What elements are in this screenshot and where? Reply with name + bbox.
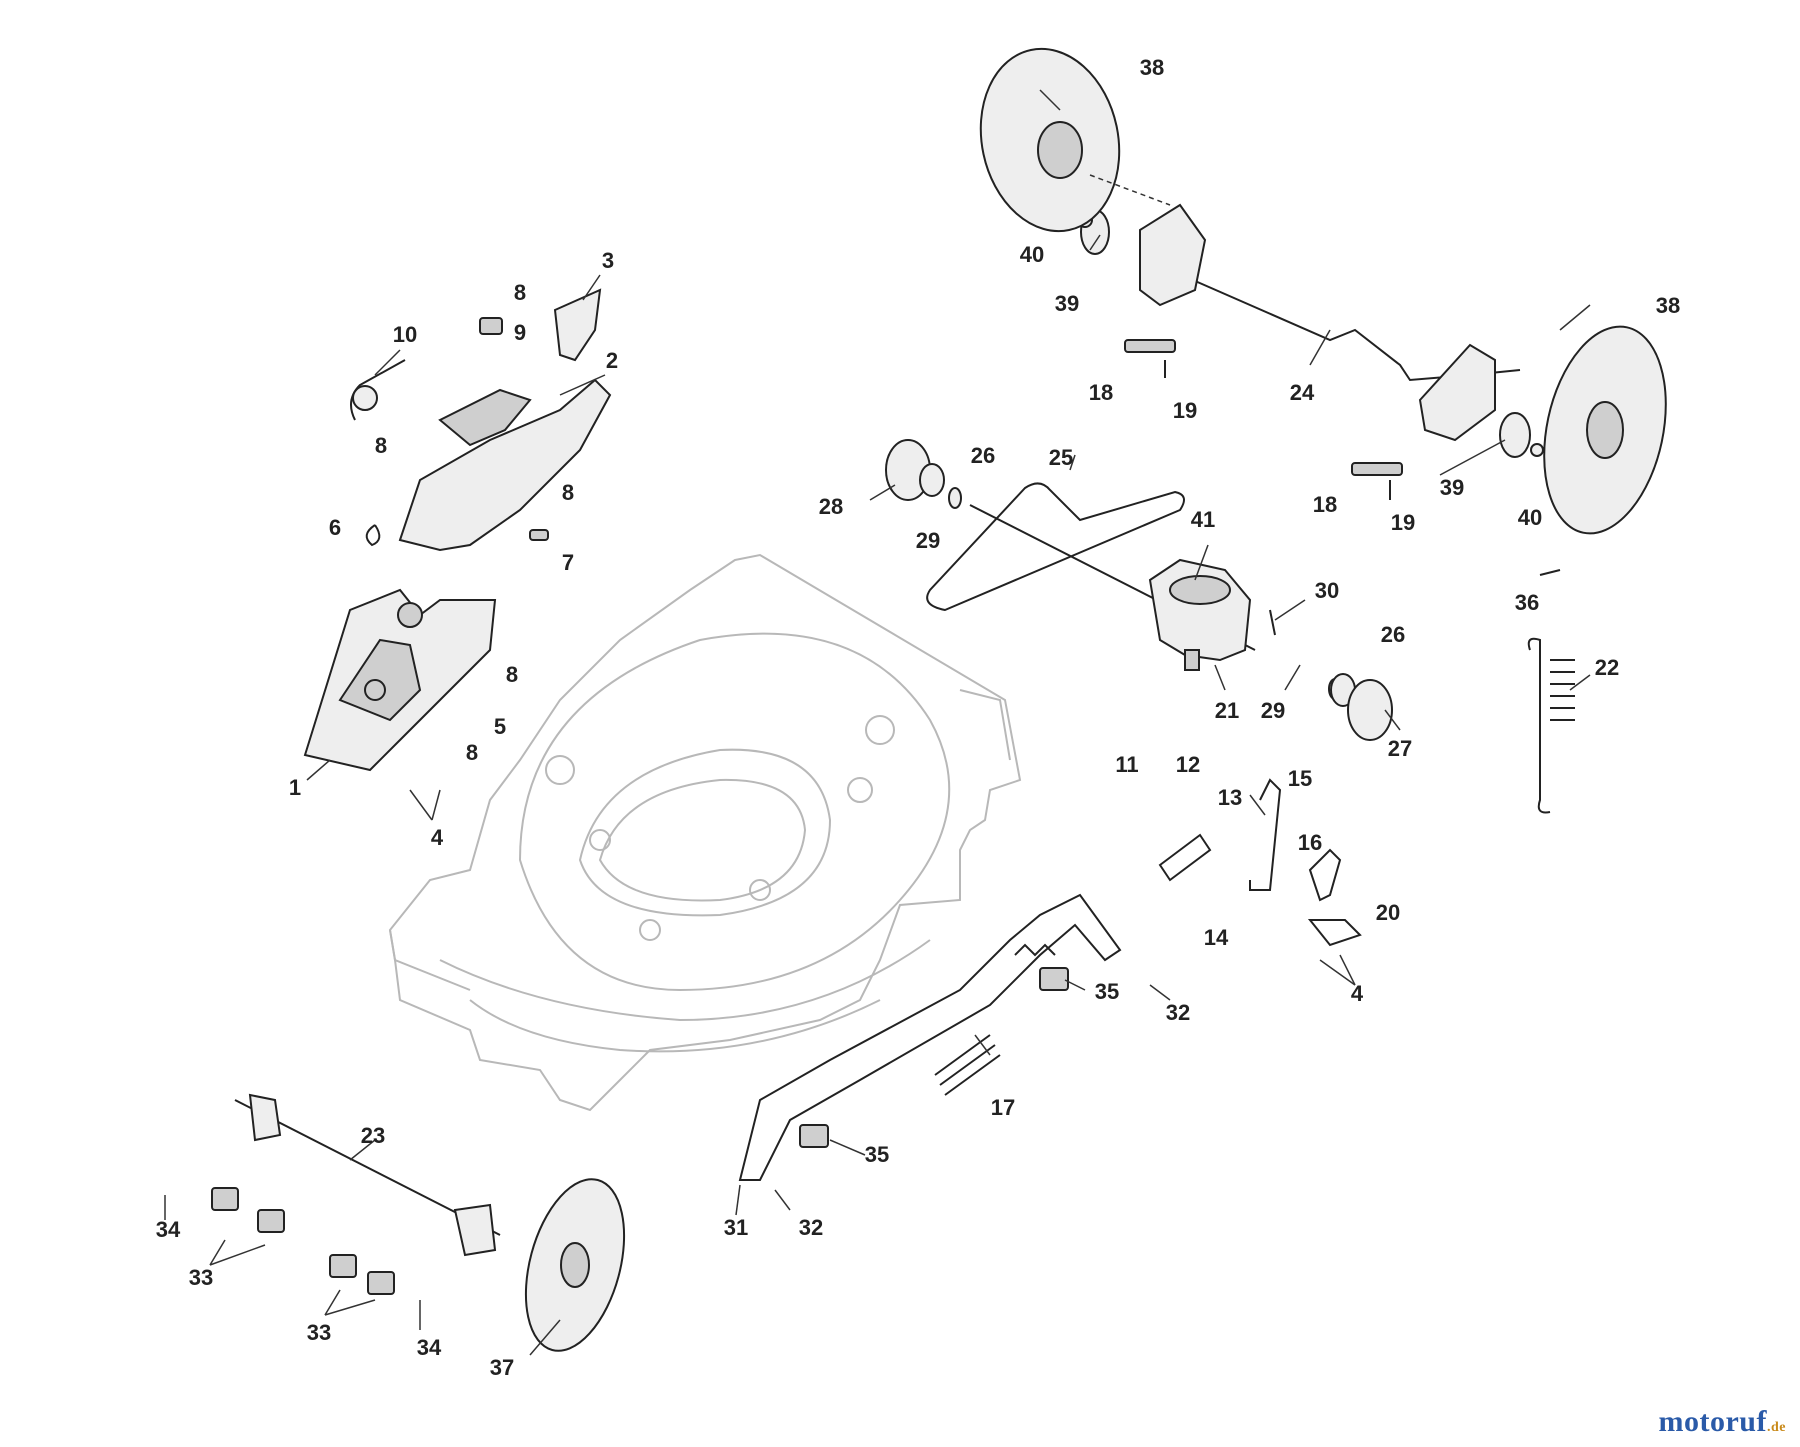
part-label-4a: 4 (431, 825, 444, 850)
part-label-24: 24 (1290, 380, 1315, 405)
part-label-18b: 18 (1313, 492, 1337, 517)
front-axle (211, 1093, 626, 1352)
rear-axle (979, 47, 1667, 535)
part-label-19a: 19 (1173, 398, 1197, 423)
part-label-15: 15 (1288, 766, 1312, 791)
part-label-39a: 39 (1055, 291, 1079, 316)
part-label-34b: 34 (417, 1335, 442, 1360)
part-label-5: 5 (494, 714, 506, 739)
part-label-23: 23 (361, 1123, 385, 1148)
part-label-4b: 4 (1351, 981, 1364, 1006)
brand-suffix: .de (1767, 1420, 1786, 1435)
part-label-22: 22 (1595, 655, 1619, 680)
brand-logo: motoruf.de (1659, 1405, 1786, 1439)
part-label-8b: 8 (375, 433, 387, 458)
part-label-12: 12 (1176, 752, 1200, 777)
part-label-18a: 18 (1089, 380, 1113, 405)
part-label-35a: 35 (1095, 979, 1119, 1004)
part-label-26a: 26 (971, 443, 995, 468)
part-label-39b: 39 (1440, 475, 1464, 500)
part-label-41: 41 (1191, 507, 1215, 532)
part-label-17: 17 (991, 1095, 1015, 1120)
part-label-38b: 38 (1656, 293, 1680, 318)
part-label-8e: 8 (466, 740, 478, 765)
part-label-37: 37 (490, 1355, 514, 1380)
part-label-29a: 29 (916, 528, 940, 553)
part-label-33b: 33 (307, 1320, 331, 1345)
part-label-20: 20 (1376, 900, 1400, 925)
part-label-19b: 19 (1391, 510, 1415, 535)
part-label-25: 25 (1049, 445, 1073, 470)
part-label-35b: 35 (865, 1142, 889, 1167)
part-label-8c: 8 (562, 480, 574, 505)
part-number-labels: 1 2 3 4 4 5 6 7 8 8 8 8 8 9 10 11 12 13 … (156, 55, 1680, 1380)
leader-lines (164, 89, 1591, 1356)
part-label-33a: 33 (189, 1265, 213, 1290)
part-label-29b: 29 (1261, 698, 1285, 723)
part-label-21: 21 (1215, 698, 1239, 723)
part-label-7: 7 (562, 550, 574, 575)
drive-assembly (885, 439, 1561, 741)
part-label-1: 1 (289, 775, 301, 800)
handle-bracket-upper (350, 288, 612, 552)
mower-deck (388, 553, 1022, 1112)
part-label-3: 3 (602, 248, 614, 273)
part-label-10: 10 (393, 322, 417, 347)
part-label-6: 6 (329, 515, 341, 540)
part-label-9: 9 (514, 320, 526, 345)
part-label-11: 11 (1115, 752, 1138, 777)
part-label-34a: 34 (156, 1217, 181, 1242)
part-label-38a: 38 (1140, 55, 1164, 80)
handle-bracket-lower (303, 588, 497, 772)
part-label-16: 16 (1298, 830, 1322, 855)
part-label-32b: 32 (799, 1215, 823, 1240)
part-label-14: 14 (1204, 925, 1229, 950)
part-label-40a: 40 (1020, 242, 1044, 267)
part-label-27: 27 (1388, 736, 1412, 761)
part-label-2: 2 (606, 348, 618, 373)
brand-name: motoruf (1658, 1405, 1767, 1438)
part-label-13: 13 (1218, 785, 1242, 810)
part-label-28: 28 (819, 494, 843, 519)
spring-22 (1527, 637, 1575, 814)
part-label-31: 31 (724, 1215, 748, 1240)
part-label-36: 36 (1515, 590, 1539, 615)
part-label-8d: 8 (506, 662, 518, 687)
part-label-26b: 26 (1381, 622, 1405, 647)
part-label-40b: 40 (1518, 505, 1542, 530)
part-label-8a: 8 (514, 280, 526, 305)
part-label-30: 30 (1315, 578, 1339, 603)
handle-lever (738, 778, 1362, 1181)
part-label-32a: 32 (1166, 1000, 1190, 1025)
